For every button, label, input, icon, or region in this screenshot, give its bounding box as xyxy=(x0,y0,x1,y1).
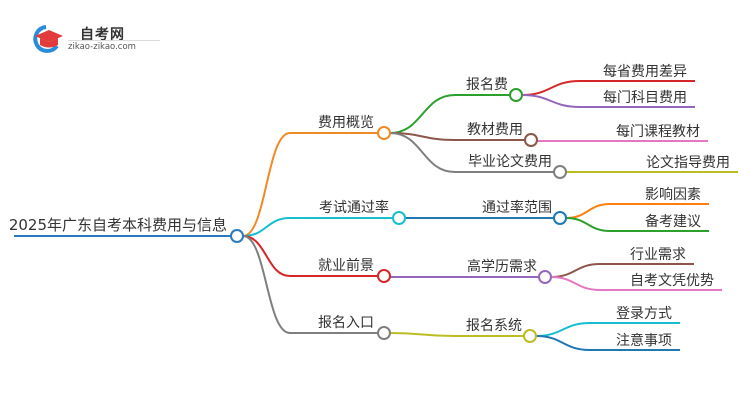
subbranch-label[interactable]: 高学历需求 xyxy=(467,258,537,275)
site-logo[interactable]: 自考网 zikao-zikao.com xyxy=(30,22,180,54)
subbranch-label[interactable]: 通过率范围 xyxy=(482,199,552,216)
leaf-label[interactable]: 每省费用差异 xyxy=(603,64,687,80)
subbranch-connector xyxy=(389,94,456,134)
subbranch-label[interactable]: 教材费用 xyxy=(467,122,523,138)
branch-connector xyxy=(242,235,291,334)
subbranch-node[interactable] xyxy=(553,211,567,225)
leaf-connector xyxy=(535,335,591,351)
branch-node[interactable] xyxy=(392,211,406,225)
subbranch-label[interactable]: 报名费 xyxy=(466,77,508,93)
leaf-connector xyxy=(550,276,601,291)
leaf-label[interactable]: 论文指导费用 xyxy=(646,155,730,171)
subbranch-node[interactable] xyxy=(509,88,523,102)
leaf-label[interactable]: 每门课程教材 xyxy=(616,124,700,140)
leaf-label[interactable]: 自考文凭优势 xyxy=(630,273,714,289)
branch-node[interactable] xyxy=(377,326,391,340)
leaf-connector xyxy=(565,203,611,219)
subbranch-node[interactable] xyxy=(553,165,567,179)
branch-node[interactable] xyxy=(377,126,391,140)
subbranch-connector xyxy=(389,332,456,337)
branch-label[interactable]: 报名入口 xyxy=(318,315,374,331)
subbranch-node[interactable] xyxy=(524,133,538,147)
leaf-connector xyxy=(535,322,591,337)
branch-node[interactable] xyxy=(377,269,391,283)
leaf-connector xyxy=(550,263,601,278)
leaf-label[interactable]: 影响因素 xyxy=(645,187,701,203)
branch-label[interactable]: 就业前景 xyxy=(318,257,374,274)
branch-label[interactable]: 考试通过率 xyxy=(319,199,389,216)
subbranch-node[interactable] xyxy=(538,270,552,284)
logo-divider xyxy=(68,40,160,41)
subbranch-connector xyxy=(389,132,456,173)
leaf-connector xyxy=(565,217,611,232)
branch-connector xyxy=(242,132,291,237)
branch-connector xyxy=(242,217,291,237)
root-node[interactable] xyxy=(230,229,244,243)
leaf-label[interactable]: 登录方式 xyxy=(616,306,672,322)
subbranch-label[interactable]: 报名系统 xyxy=(466,318,522,334)
leaf-connector xyxy=(521,94,581,108)
leaf-label[interactable]: 行业需求 xyxy=(630,247,686,263)
leaf-label[interactable]: 备考建议 xyxy=(645,213,701,230)
subbranch-label[interactable]: 毕业论文费用 xyxy=(468,154,552,170)
graduation-cap-icon xyxy=(33,25,63,53)
subbranch-node[interactable] xyxy=(523,329,537,343)
leaf-label[interactable]: 注意事项 xyxy=(616,332,672,349)
branch-label[interactable]: 费用概览 xyxy=(318,115,374,131)
leaf-label[interactable]: 每门科目费用 xyxy=(603,90,687,106)
branch-connector xyxy=(242,235,291,277)
leaf-connector xyxy=(521,80,581,96)
logo-url: zikao-zikao.com xyxy=(68,42,136,52)
root-label[interactable]: 2025年广东自考本科费用与信息 xyxy=(9,216,227,234)
logo-title: 自考网 xyxy=(80,27,125,43)
